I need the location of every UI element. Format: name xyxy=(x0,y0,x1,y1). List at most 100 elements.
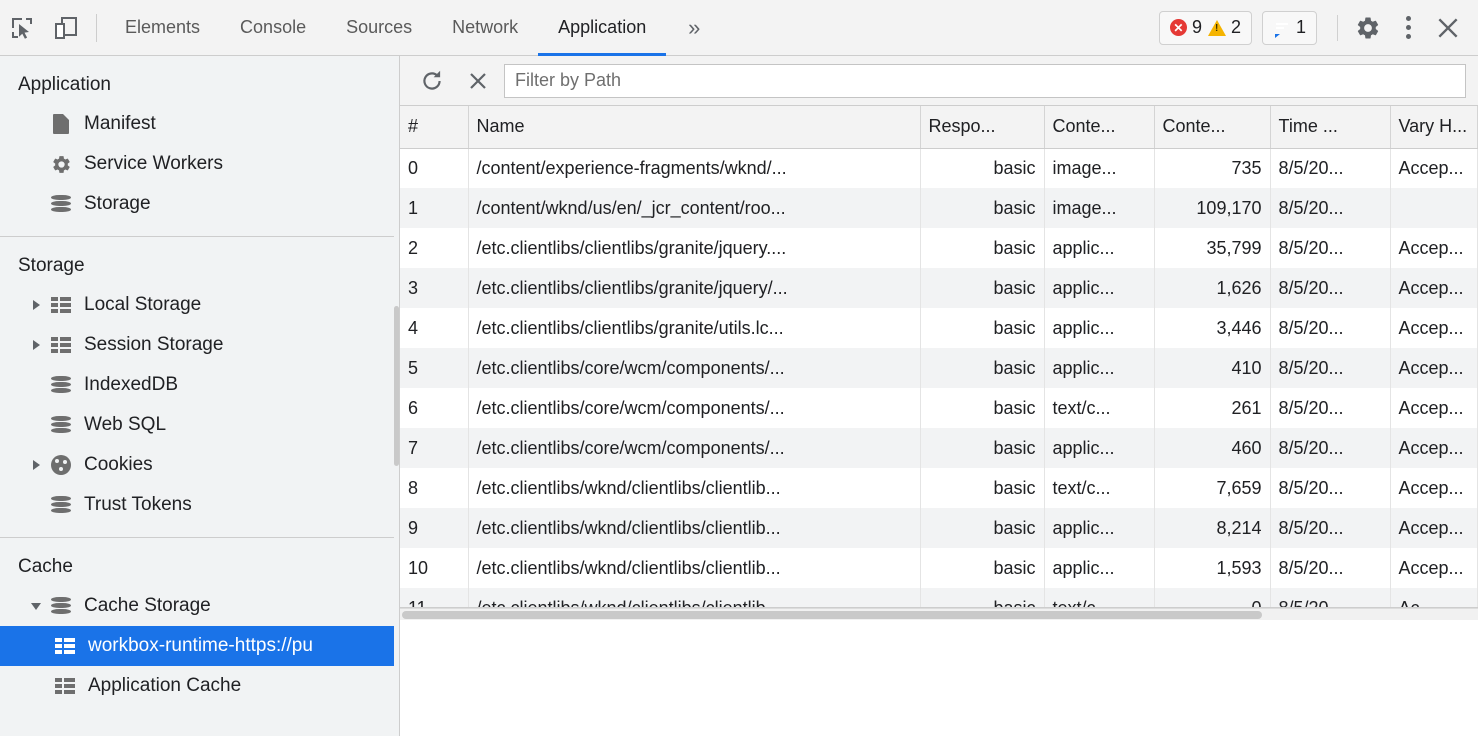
error-counter[interactable]: ✕ 9 xyxy=(1169,17,1202,38)
database-icon xyxy=(48,194,74,214)
sidebar-item-storage[interactable]: Storage xyxy=(0,184,399,224)
table-row[interactable]: 6 /etc.clientlibs/core/wcm/components/..… xyxy=(400,388,1478,428)
cell-vary-header: Accep... xyxy=(1390,148,1478,188)
device-toggle-icon[interactable] xyxy=(44,6,88,50)
table-row[interactable]: 9 /etc.clientlibs/wknd/clientlibs/client… xyxy=(400,508,1478,548)
sidebar-item-label: IndexedDB xyxy=(84,374,179,395)
chevron-down-icon[interactable] xyxy=(26,602,46,610)
tab-elements[interactable]: Elements xyxy=(105,0,220,56)
tab-console[interactable]: Console xyxy=(220,0,326,56)
tab-sources[interactable]: Sources xyxy=(326,0,432,56)
sidebar-item-application-cache[interactable]: Application Cache xyxy=(0,666,399,706)
sidebar-item-label: Storage xyxy=(84,193,151,214)
error-icon: ✕ xyxy=(1169,19,1187,36)
column-header-vary-header[interactable]: Vary H... xyxy=(1390,106,1478,149)
table-row[interactable]: 4 /etc.clientlibs/clientlibs/granite/uti… xyxy=(400,308,1478,348)
sidebar-scrollbar-thumb[interactable] xyxy=(394,306,399,466)
cell-name: /content/wknd/us/en/_jcr_content/roo... xyxy=(468,188,921,228)
table-row[interactable]: 0 /content/experience-fragments/wknd/...… xyxy=(400,148,1478,188)
sidebar-item-workbox-runtime-cache[interactable]: workbox-runtime-https://pu xyxy=(0,626,399,666)
cell-index: 8 xyxy=(400,468,469,508)
table-header-row: # Name Respo... Conte... Conte... Time .… xyxy=(400,106,1478,149)
cell-response-type: basic xyxy=(920,508,1045,548)
cell-content-type: applic... xyxy=(1044,228,1155,268)
tab-application[interactable]: Application xyxy=(538,0,667,56)
cell-time-cached: 8/5/20... xyxy=(1270,348,1391,388)
cell-content-type: text/c... xyxy=(1044,588,1155,607)
cell-time-cached: 8/5/20... xyxy=(1270,588,1391,607)
sidebar-scrollbar[interactable] xyxy=(394,56,399,736)
cell-name: /etc.clientlibs/core/wcm/components/... xyxy=(468,348,921,388)
cell-index: 9 xyxy=(400,508,469,548)
messages-counter-group[interactable]: 1 xyxy=(1261,10,1317,45)
cell-response-type: basic xyxy=(920,148,1045,188)
more-tabs-icon[interactable]: » xyxy=(666,0,722,56)
cell-vary-header: Accep... xyxy=(1390,308,1478,348)
cache-storage-panel: # Name Respo... Conte... Conte... Time .… xyxy=(400,56,1478,736)
warning-icon xyxy=(1207,19,1226,36)
cell-name: /etc.clientlibs/clientlibs/granite/jquer… xyxy=(468,228,921,268)
sidebar-item-manifest[interactable]: Manifest xyxy=(0,104,399,144)
refresh-icon[interactable] xyxy=(412,61,452,101)
column-header-content-type[interactable]: Conte... xyxy=(1044,106,1155,149)
table-row[interactable]: 11 /etc.clientlibs/wknd/clientlibs/clien… xyxy=(400,588,1478,607)
more-options-icon[interactable] xyxy=(1388,8,1428,48)
cell-index: 2 xyxy=(400,228,469,268)
warning-counter[interactable]: 2 xyxy=(1207,17,1241,38)
cell-vary-header: Accep... xyxy=(1390,348,1478,388)
sidebar-item-web-sql[interactable]: Web SQL xyxy=(0,405,399,445)
close-icon[interactable] xyxy=(1428,8,1468,48)
chevron-right-icon[interactable] xyxy=(26,340,46,350)
clear-icon[interactable] xyxy=(458,61,498,101)
document-icon xyxy=(48,114,74,134)
cell-vary-header: Accep... xyxy=(1390,468,1478,508)
message-counter[interactable]: 1 xyxy=(1273,17,1306,38)
table-horizontal-scrollbar-thumb[interactable] xyxy=(402,611,1262,619)
sidebar-item-cache-storage[interactable]: Cache Storage xyxy=(0,586,399,626)
column-header-index[interactable]: # xyxy=(400,106,469,149)
table-horizontal-scrollbar[interactable] xyxy=(400,608,1478,620)
sidebar-item-cookies[interactable]: Cookies xyxy=(0,445,399,485)
cell-response-type: basic xyxy=(920,428,1045,468)
sidebar-item-local-storage[interactable]: Local Storage xyxy=(0,285,399,325)
cell-content-length: 3,446 xyxy=(1154,308,1271,348)
tab-network[interactable]: Network xyxy=(432,0,538,56)
cell-vary-header: Accep... xyxy=(1390,508,1478,548)
cell-content-length: 1,626 xyxy=(1154,268,1271,308)
chevron-right-icon[interactable] xyxy=(26,300,46,310)
cell-index: 1 xyxy=(400,188,469,228)
cell-vary-header: Ac... xyxy=(1390,588,1478,607)
gear-icon[interactable] xyxy=(1348,8,1388,48)
table-row[interactable]: 5 /etc.clientlibs/core/wcm/components/..… xyxy=(400,348,1478,388)
issues-counter-group[interactable]: ✕ 9 2 xyxy=(1158,10,1252,45)
sidebar-item-trust-tokens[interactable]: Trust Tokens xyxy=(0,485,399,525)
cell-index: 5 xyxy=(400,348,469,388)
sidebar-item-service-workers[interactable]: Service Workers xyxy=(0,144,399,184)
table-row[interactable]: 1 /content/wknd/us/en/_jcr_content/roo..… xyxy=(400,188,1478,228)
sidebar-item-session-storage[interactable]: Session Storage xyxy=(0,325,399,365)
column-header-name[interactable]: Name xyxy=(468,106,921,149)
filter-by-path-input[interactable] xyxy=(504,63,1466,98)
cell-content-length: 1,593 xyxy=(1154,548,1271,588)
column-header-time-cached[interactable]: Time ... xyxy=(1270,106,1391,149)
inspect-cursor-icon[interactable] xyxy=(0,6,44,50)
column-header-content-length[interactable]: Conte... xyxy=(1154,106,1271,149)
cell-index: 10 xyxy=(400,548,469,588)
cell-time-cached: 8/5/20... xyxy=(1270,148,1391,188)
table-row[interactable]: 8 /etc.clientlibs/wknd/clientlibs/client… xyxy=(400,468,1478,508)
table-row[interactable]: 3 /etc.clientlibs/clientlibs/granite/jqu… xyxy=(400,268,1478,308)
cell-vary-header xyxy=(1390,188,1478,228)
tab-label: Elements xyxy=(125,17,201,37)
cell-content-length: 460 xyxy=(1154,428,1271,468)
tab-label: Sources xyxy=(346,17,413,37)
sidebar-item-indexeddb[interactable]: IndexedDB xyxy=(0,365,399,405)
toolbar-divider xyxy=(96,13,97,42)
column-header-response-type[interactable]: Respo... xyxy=(920,106,1045,149)
cell-content-length: 261 xyxy=(1154,388,1271,428)
cell-name: /etc.clientlibs/wknd/clientlibs/clientli… xyxy=(468,508,921,548)
table-row[interactable]: 2 /etc.clientlibs/clientlibs/granite/jqu… xyxy=(400,228,1478,268)
table-row[interactable]: 10 /etc.clientlibs/wknd/clientlibs/clien… xyxy=(400,548,1478,588)
table-row[interactable]: 7 /etc.clientlibs/core/wcm/components/..… xyxy=(400,428,1478,468)
cell-time-cached: 8/5/20... xyxy=(1270,508,1391,548)
chevron-right-icon[interactable] xyxy=(26,460,46,470)
